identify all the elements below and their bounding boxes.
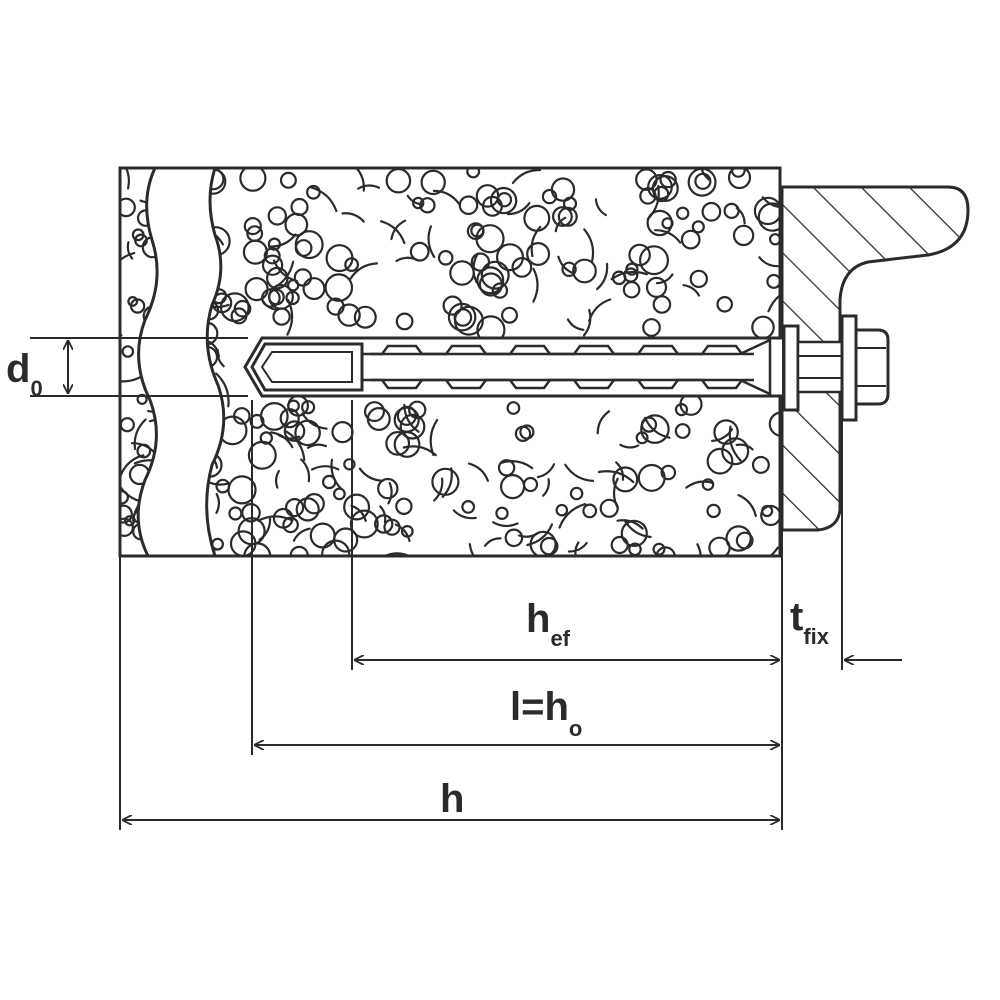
hex-head <box>854 328 890 406</box>
anchor-thread <box>370 344 754 390</box>
label-hef: hef <box>526 597 571 651</box>
head-washer <box>840 314 858 422</box>
washer <box>782 324 800 412</box>
label-l-h0: l=ho <box>510 685 582 741</box>
anchor-assembly <box>243 314 890 422</box>
label-d0: d0 <box>6 347 43 401</box>
label-h: h <box>440 777 464 821</box>
fixture-plate <box>780 185 970 532</box>
concrete-aggregate <box>206 168 780 556</box>
extension-lines <box>30 337 843 830</box>
label-tfix: tfix <box>790 595 830 649</box>
